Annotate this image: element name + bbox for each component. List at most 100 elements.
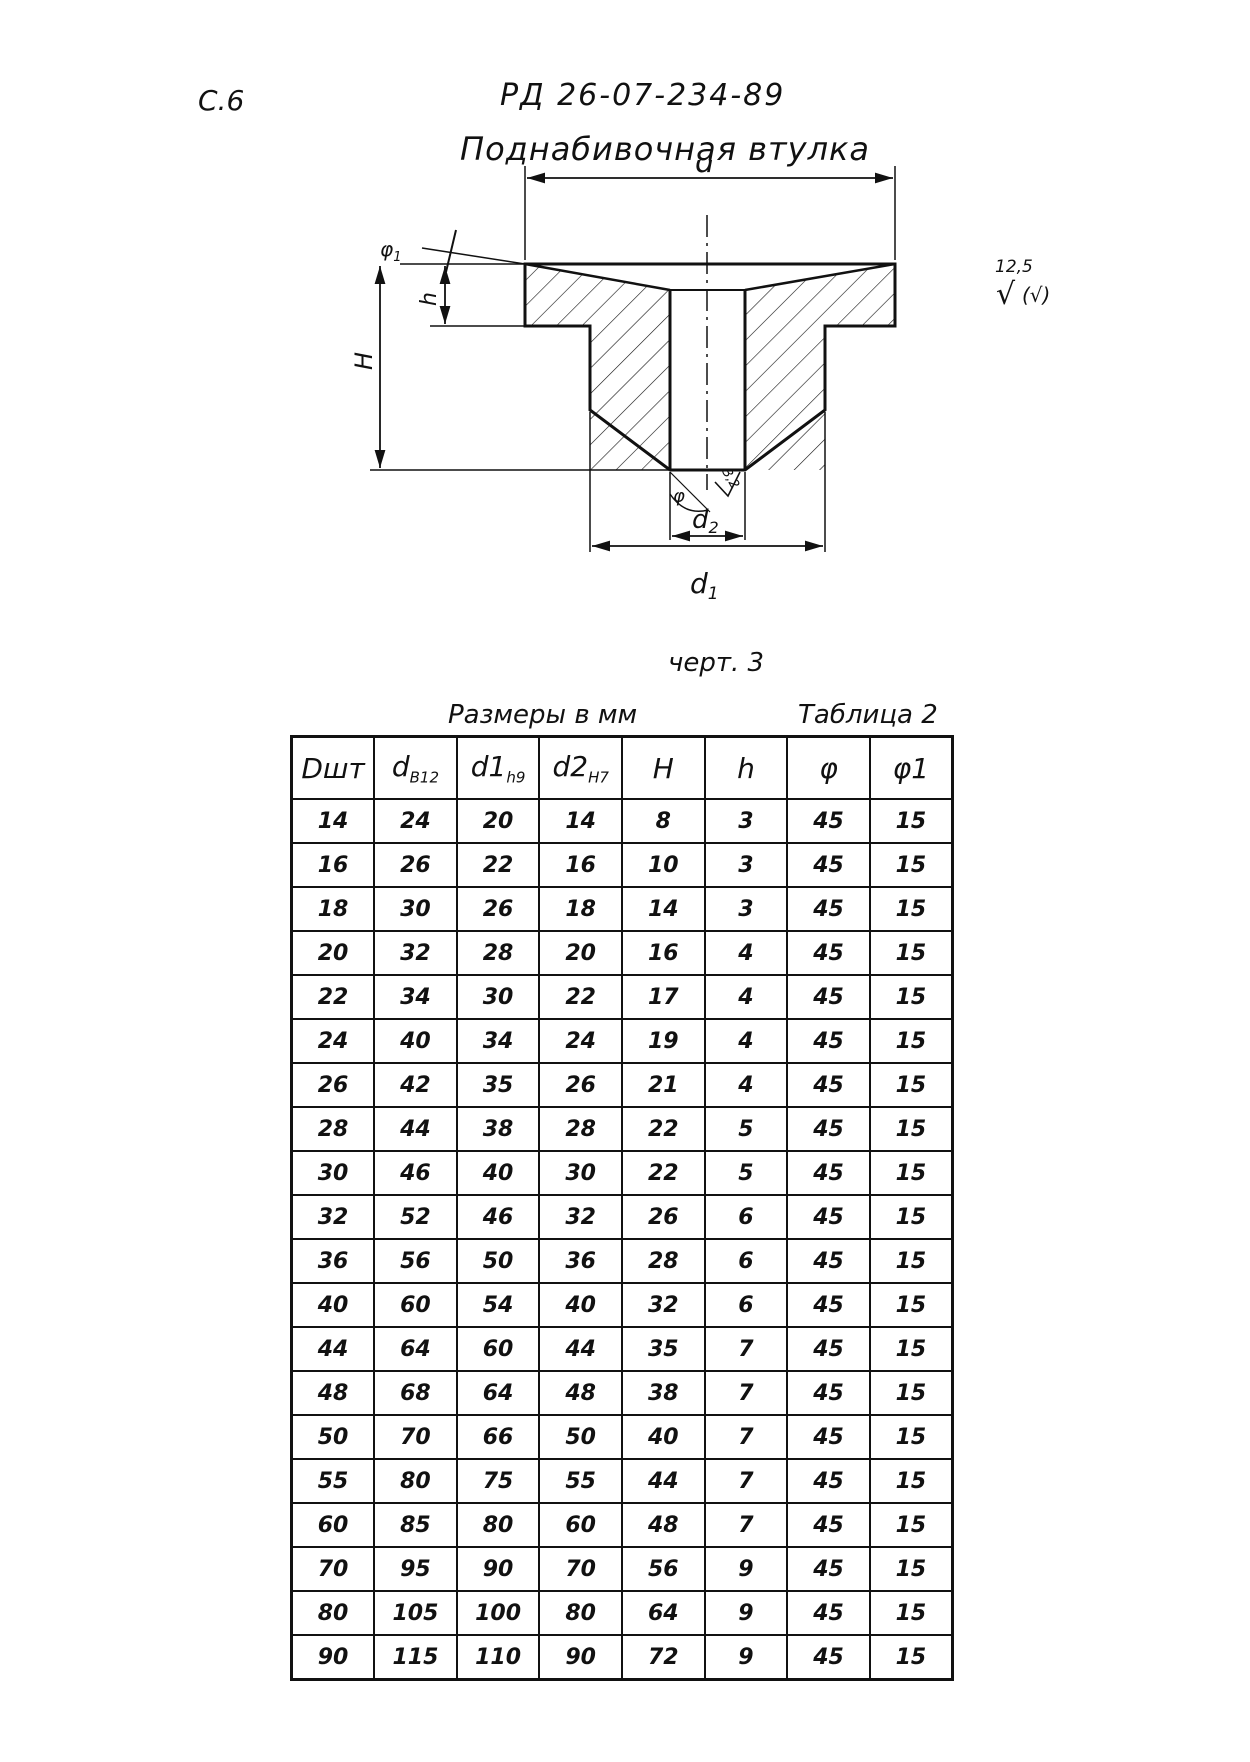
table-cell: 22 (538, 974, 623, 1020)
table-cell: 45 (786, 1634, 871, 1681)
table-cell: 15 (868, 1414, 954, 1460)
table-cell: 105 (373, 1590, 458, 1636)
table-cell: 15 (868, 1590, 954, 1636)
table-cell: 45 (786, 930, 871, 976)
table-cell: 20 (455, 798, 541, 844)
table-cell: 8 (621, 798, 706, 844)
header-label: d1 (470, 749, 507, 783)
table-cell: 45 (786, 1194, 871, 1240)
table-label: Таблица 2 (798, 700, 938, 730)
table-cell: 115 (373, 1634, 458, 1681)
table-cell: 60 (373, 1282, 458, 1328)
table-cell: 22 (290, 974, 376, 1020)
table-cell: 14 (290, 798, 376, 844)
table-header-cell: d1h9 (455, 735, 541, 800)
table-cell: 4 (703, 1062, 789, 1108)
table-cell: 80 (538, 1590, 623, 1636)
dim-label-d1: d1 (690, 567, 719, 604)
table-header-cell: φ (786, 735, 871, 800)
table-cell: 7 (703, 1458, 789, 1504)
table-header-cell: H (621, 735, 706, 800)
table-cell: 16 (621, 930, 706, 976)
table-cell: 15 (868, 974, 954, 1020)
table-cell: 20 (538, 930, 623, 976)
table-cell: 6 (703, 1282, 789, 1328)
table-cell: 45 (786, 1590, 871, 1636)
table-cell: 45 (786, 1106, 871, 1152)
figure-caption: черт. 3 (668, 648, 765, 678)
section-right-half (745, 264, 895, 470)
table-cell: 18 (538, 886, 623, 932)
table-cell: 45 (786, 1458, 871, 1504)
table-cell: 80 (455, 1502, 541, 1548)
table-cell: 34 (373, 974, 458, 1020)
table-cell: 32 (538, 1194, 623, 1240)
table-cell: 44 (373, 1106, 458, 1152)
table-cell: 26 (538, 1062, 623, 1108)
table-cell: 44 (538, 1326, 623, 1372)
table-cell: 60 (538, 1502, 623, 1548)
table-cell: 15 (868, 1282, 954, 1328)
table-cell: 95 (373, 1546, 458, 1592)
table-cell: 55 (290, 1458, 376, 1504)
table-cell: 6 (703, 1194, 789, 1240)
roughness-symbol: √ (996, 277, 1016, 312)
header-subscript: B12 (409, 768, 440, 787)
table-cell: 45 (786, 1238, 871, 1284)
table-cell: 50 (455, 1238, 541, 1284)
table-cell: 28 (455, 930, 541, 976)
table-cell: 38 (621, 1370, 706, 1416)
table-cell: 32 (290, 1194, 376, 1240)
table-cell: 3 (703, 798, 789, 844)
table-cell: 85 (373, 1502, 458, 1548)
table-cell: 68 (373, 1370, 458, 1416)
table-cell: 15 (868, 1194, 954, 1240)
table-cell: 3 (703, 842, 789, 888)
table-cell: 30 (373, 886, 458, 932)
table-cell: 26 (290, 1062, 376, 1108)
table-cell: 15 (868, 1502, 954, 1548)
table-cell: 5 (703, 1106, 789, 1152)
table-header-cell: φ1 (868, 735, 954, 800)
table-cell: 30 (455, 974, 541, 1020)
table-header-cell: dB12 (373, 735, 458, 800)
table-cell: 45 (786, 798, 871, 844)
table-cell: 15 (868, 1106, 954, 1152)
table-cell: 50 (290, 1414, 376, 1460)
table-cell: 48 (621, 1502, 706, 1548)
table-cell: 26 (455, 886, 541, 932)
header-label: h (737, 751, 755, 785)
dim-label-d: d (695, 160, 715, 180)
dim-label-h: h (417, 292, 442, 306)
table-cell: 35 (455, 1062, 541, 1108)
table-cell: 56 (373, 1238, 458, 1284)
table-cell: 42 (373, 1062, 458, 1108)
table-cell: 52 (373, 1194, 458, 1240)
table-cell: 24 (373, 798, 458, 844)
table-cell: 17 (621, 974, 706, 1020)
table-cell: 45 (786, 1414, 871, 1460)
part-title: Поднабивочная втулка (460, 130, 870, 168)
table-cell: 4 (703, 974, 789, 1020)
header-subscript: H7 (588, 768, 609, 787)
table-cell: 21 (621, 1062, 706, 1108)
table-header-cell: Dшт (290, 735, 376, 800)
table-cell: 45 (786, 1018, 871, 1064)
header-label: H (652, 751, 674, 785)
table-cell: 4 (703, 930, 789, 976)
table-cell: 60 (290, 1502, 376, 1548)
table-cell: 90 (290, 1634, 376, 1681)
table-cell: 40 (538, 1282, 623, 1328)
table-cell: 90 (455, 1546, 541, 1592)
